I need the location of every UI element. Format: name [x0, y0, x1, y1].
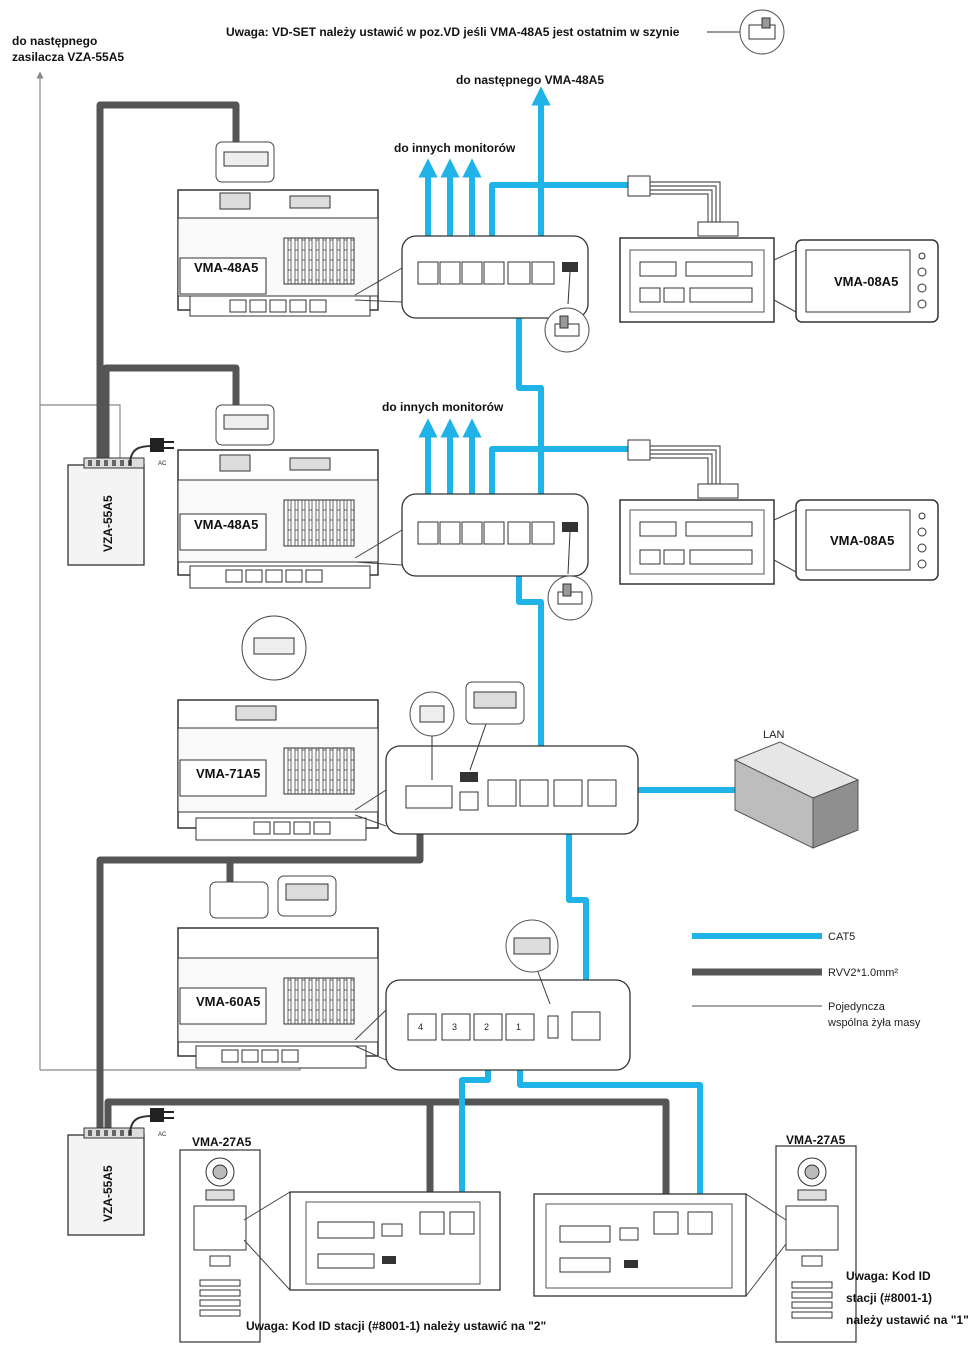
- legend: [692, 933, 822, 1007]
- zoom-panel-71: [354, 681, 639, 835]
- vma60-module: [177, 875, 379, 1069]
- right-note-1: Uwaga: Kod ID: [846, 1269, 931, 1283]
- vma48-module-2: [177, 404, 379, 589]
- vma48-label-2: VMA-48A5: [194, 517, 258, 532]
- psu-top: [67, 438, 174, 566]
- lan-box: [733, 741, 860, 849]
- legend-rvv-label: RVV2*1.0mm²: [828, 967, 898, 979]
- monitor-label-2: VMA-08A5: [830, 533, 894, 548]
- monitor-label-1: VMA-08A5: [834, 274, 898, 289]
- door-station-left-label: VMA-27A5: [192, 1135, 252, 1149]
- door-station-left: [179, 1149, 501, 1343]
- door-station-right-label: VMA-27A5: [786, 1133, 846, 1147]
- port-1-label: 1: [516, 1022, 521, 1032]
- port-3-label: 3: [452, 1022, 457, 1032]
- right-note-3: należy ustawić na "1": [846, 1313, 969, 1327]
- psu-bottom-label: VZA-55A5: [101, 1165, 115, 1222]
- zoom-panel-60: [354, 919, 631, 1071]
- ac-label-bottom: AC: [158, 1132, 167, 1138]
- port-2-label: 2: [484, 1022, 489, 1032]
- ac-label-top: AC: [158, 461, 167, 467]
- right-note-2: stacji (#8001-1): [846, 1291, 932, 1305]
- vma71-module: [177, 615, 379, 841]
- to-next-vma48-label: do następnego VMA-48A5: [456, 73, 604, 87]
- vma71-label: VMA-71A5: [196, 766, 260, 781]
- bottom-note: Uwaga: Kod ID stacji (#8001-1) należy us…: [246, 1319, 546, 1333]
- psu-bottom: [67, 1108, 174, 1236]
- lan-label: LAN: [763, 729, 784, 741]
- monitor-connection-2: [619, 439, 939, 585]
- vma48-label-1: VMA-48A5: [194, 260, 258, 275]
- psu-top-label: VZA-55A5: [101, 495, 115, 552]
- zoom-panel-48-1: [354, 235, 590, 353]
- legend-cat5-label: CAT5: [828, 931, 855, 943]
- port-4-label: 4: [418, 1022, 423, 1032]
- to-other-monitors-label-1: do innych monitorów: [394, 141, 516, 155]
- legend-single-label-2: wspólna żyła masy: [827, 1017, 921, 1029]
- zoom-panel-48-2: [354, 493, 593, 621]
- top-left-label-2: zasilacza VZA-55A5: [12, 50, 124, 64]
- title-note: Uwaga: VD-SET należy ustawić w poz.VD je…: [226, 25, 680, 39]
- top-left-label-1: do następnego: [12, 34, 97, 48]
- door-station-right: [533, 1145, 857, 1343]
- vma60-label: VMA-60A5: [196, 994, 260, 1009]
- legend-single-label-1: Pojedyncza: [828, 1001, 886, 1013]
- vd-set-switch-icon: [739, 9, 785, 55]
- vma48-module-1: [177, 141, 379, 317]
- to-other-monitors-label-2: do innych monitorów: [382, 400, 504, 414]
- monitor-connection-1: [619, 175, 939, 323]
